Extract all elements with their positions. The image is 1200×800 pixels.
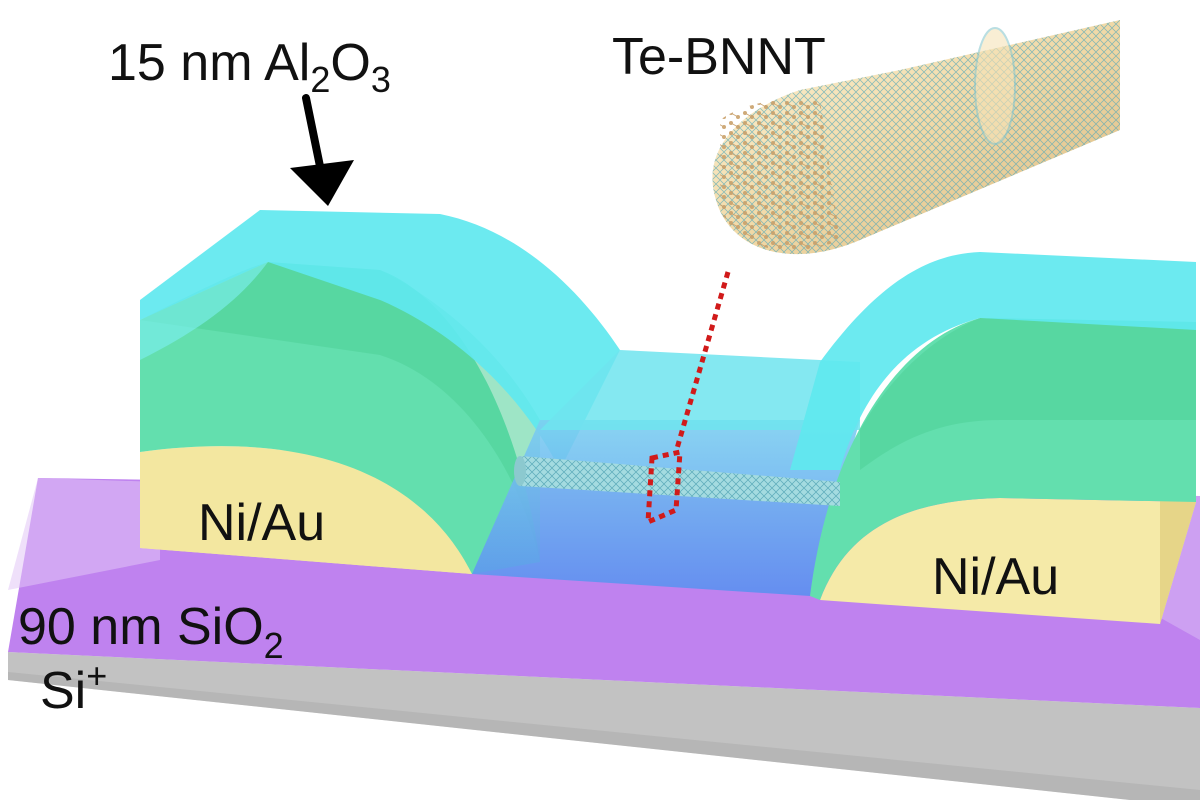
label-contact-left: Ni/Au <box>198 494 325 552</box>
label-nanotube: Te-BNNT <box>612 28 826 86</box>
label-oxide-top: 15 nm Al2O3 <box>108 34 391 100</box>
left-contact-stack <box>140 210 620 574</box>
zoom-marker <box>645 271 731 526</box>
right-contact-stack <box>790 252 1196 624</box>
label-contact-right: Ni/Au <box>932 548 1059 606</box>
te-bnnt-zoom-illustration <box>712 20 1120 255</box>
silicon-substrate <box>8 652 1200 800</box>
label-oxide-bottom: 90 nm SiO2 <box>18 598 284 666</box>
label-substrate: Si+ <box>40 655 107 720</box>
arrow-down-icon <box>290 94 354 206</box>
